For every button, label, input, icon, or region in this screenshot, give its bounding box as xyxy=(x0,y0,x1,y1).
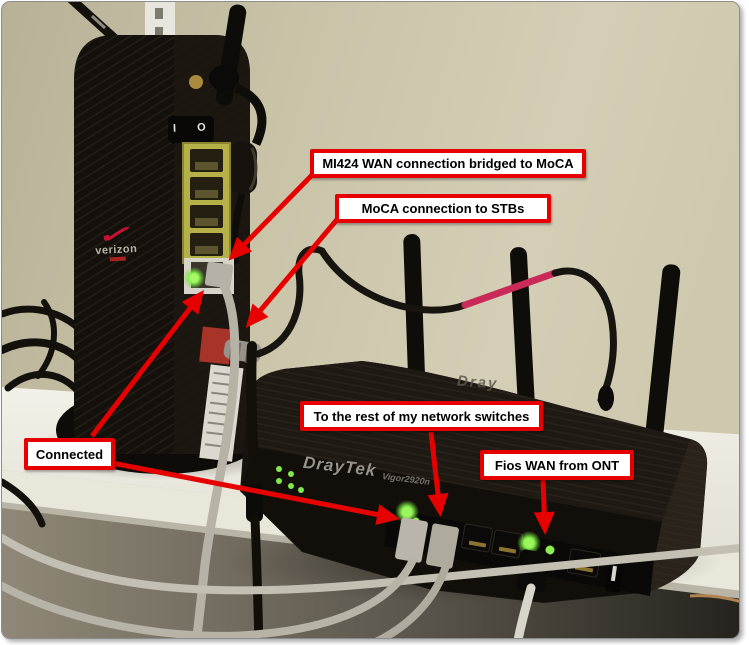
arrow-connected-led xyxy=(90,290,205,438)
draytek-top-brand: Dray xyxy=(456,372,499,393)
lan-cable-down xyxy=(374,562,450,638)
photo-scene xyxy=(2,2,739,638)
wall-track-slot xyxy=(155,27,163,38)
annotation-fios-wan: Fios WAN from ONT xyxy=(480,450,634,480)
lan-cable-left xyxy=(2,558,416,638)
white-wan-cable xyxy=(513,583,536,638)
arrow-moca-stb xyxy=(245,214,342,328)
network-photo-frame: ✓ verizon I O Dray DrayTek Vigor2920n MI… xyxy=(1,1,740,639)
usb-port xyxy=(605,558,624,593)
draytek-antenna-3 xyxy=(645,264,681,438)
wire-end-plug xyxy=(598,385,614,411)
verizon-logo: ✓ verizon xyxy=(94,221,138,262)
verizon-antenna-hinge xyxy=(209,65,239,91)
arrow-fios-wan xyxy=(533,479,555,535)
ferrite-bead xyxy=(229,142,257,194)
ceiling-cable-glint xyxy=(90,14,107,30)
ferrite-cable xyxy=(234,83,267,146)
ferrite-bead-glint xyxy=(248,147,258,191)
annotation-arrows xyxy=(90,170,555,535)
verizon-red-bar xyxy=(109,256,126,262)
wan-led xyxy=(524,538,534,548)
pink-taped-splice xyxy=(461,269,559,309)
wan-cable-plug xyxy=(204,261,234,289)
hanging-black-cord xyxy=(246,341,260,505)
annotation-connected: Connected xyxy=(24,438,115,470)
lan-led xyxy=(402,507,412,517)
annotation-moca-stb: MoCA connection to STBs xyxy=(335,194,551,223)
arrow-mi424-wan xyxy=(228,170,317,261)
annotation-mi424-wan: MI424 WAN connection bridged to MoCA xyxy=(310,149,586,178)
wan-port xyxy=(183,258,234,294)
gray-wan-patch-cable xyxy=(192,281,240,638)
wall-track-slot xyxy=(155,8,163,19)
moca-coax-wire-tail xyxy=(551,267,617,404)
annotation-network-switches: To the rest of my network switches xyxy=(300,401,543,431)
port-strip xyxy=(384,500,654,596)
front-status-leds xyxy=(276,466,304,493)
verizon-router xyxy=(56,4,268,474)
shelf-crack xyxy=(689,594,739,603)
wan-led xyxy=(545,545,555,555)
hanging-black-cord-lower xyxy=(250,515,264,638)
power-switch xyxy=(168,116,214,143)
wan-link-led xyxy=(189,273,199,283)
power-switch-label: I O xyxy=(172,121,215,135)
coax-jack-gold xyxy=(189,75,203,89)
empty-port xyxy=(460,523,494,553)
lan-cable-plug xyxy=(395,517,428,563)
arrow-connected-lan xyxy=(111,460,400,525)
lan-cable-plug xyxy=(426,523,459,569)
arrow-network-switches xyxy=(427,431,449,517)
lan-port-block xyxy=(182,142,231,264)
